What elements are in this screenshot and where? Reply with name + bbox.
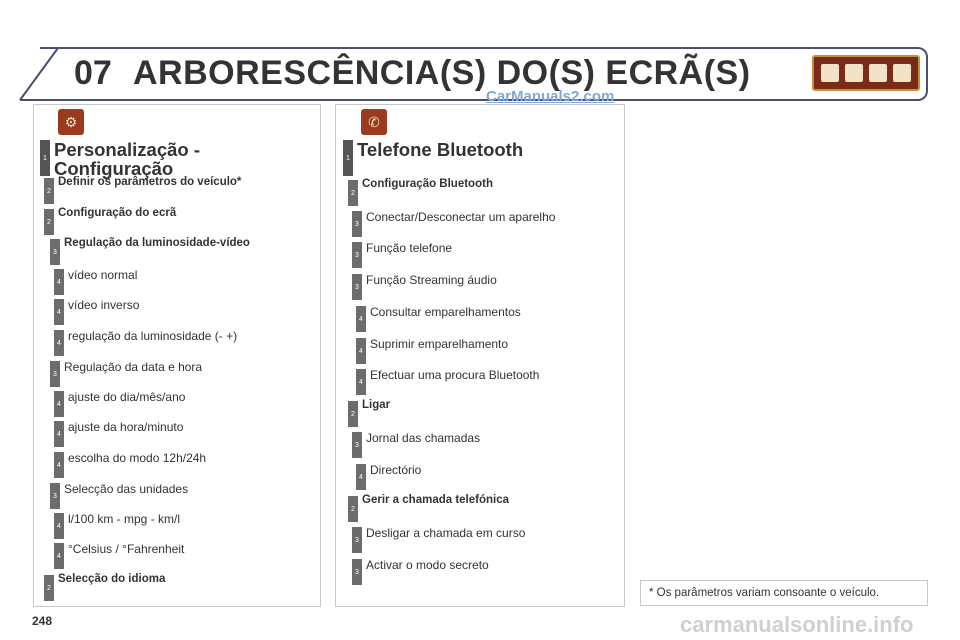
menu-item-label: Gerir a chamada telefónica xyxy=(362,494,510,506)
menu-item-label: Configuração Bluetooth xyxy=(362,178,493,190)
page-number: 248 xyxy=(32,614,53,628)
phone-icon xyxy=(893,64,911,82)
menu-item-label: Consultar emparelhamentos xyxy=(370,305,521,319)
menu-item-label: Jornal das chamadas xyxy=(366,431,481,445)
level-badge: 3 xyxy=(50,239,60,265)
menu-item-label: Activar o modo secreto xyxy=(366,558,489,572)
watermark-link[interactable]: CarManuals2.com xyxy=(486,88,615,105)
menu-item-label: Regulação da data e hora xyxy=(64,360,203,374)
menu-item-label: Directório xyxy=(370,463,422,477)
page-title: ARBORESCÊNCIA(S) DO(S) ECRÃ(S) xyxy=(133,54,751,92)
menu-item-label: ajuste do dia/mês/ano xyxy=(68,390,186,404)
menu-item-label: Efectuar uma procura Bluetooth xyxy=(370,368,540,382)
bluetooth-phone-icon: ✆ xyxy=(361,109,387,135)
menu-item-label: °Celsius / °Fahrenheit xyxy=(68,542,185,556)
menu-item-label: l/100 km - mpg - km/l xyxy=(68,512,181,526)
personalization-settings-icon: ⚙ xyxy=(58,109,84,135)
level-badge: 2 xyxy=(44,575,54,601)
menu-item-label: Conectar/Desconectar um aparelho xyxy=(366,210,556,224)
menu-item-label: Configuração do ecrã xyxy=(58,207,177,219)
chapter-number: 07 xyxy=(74,54,112,92)
level-badge: 3 xyxy=(352,432,362,458)
menu-item-label: Definir os parâmetros do veículo* xyxy=(58,176,242,188)
level-badge: 4 xyxy=(54,269,64,295)
menu-item-label: Regulação da luminosidade-vídeo xyxy=(64,237,250,249)
level-badge: 2 xyxy=(44,209,54,235)
menu-item-label: ajuste da hora/minuto xyxy=(68,420,184,434)
menu-item-label: Função Streaming áudio xyxy=(366,273,497,287)
menu-item-label: vídeo normal xyxy=(68,268,138,282)
menu-tree-personalization: ⚙ xyxy=(33,104,321,607)
menu-item-label: escolha do modo 12h/24h xyxy=(68,451,207,465)
menu-item-label: vídeo inverso xyxy=(68,298,140,312)
menu-item-label: Desligar a chamada em curso xyxy=(366,526,526,540)
car-settings-icon xyxy=(821,64,839,82)
level-badge: 2 xyxy=(44,178,54,204)
menu-item-label: Ligar xyxy=(362,399,391,411)
level-badge: 2 xyxy=(348,401,358,427)
menu-item-label: Selecção do idioma xyxy=(58,573,166,585)
level-badge: 3 xyxy=(352,274,362,300)
level-badge: 3 xyxy=(352,559,362,585)
site-watermark: carmanualsonline.info xyxy=(680,612,914,637)
menu-item-label: Telefone Bluetooth xyxy=(357,139,524,160)
level-badge: 1 xyxy=(343,140,353,176)
level-badge: 4 xyxy=(356,306,366,332)
level-badge: 3 xyxy=(50,483,60,509)
level-badge: 4 xyxy=(356,464,366,490)
level-badge: 4 xyxy=(54,513,64,539)
level-badge: 3 xyxy=(352,527,362,553)
menu-item-label: Personalização - Configuração xyxy=(54,139,201,179)
wrench-icon xyxy=(845,64,863,82)
header-frame xyxy=(40,47,928,101)
menu-item-label: Função telefone xyxy=(366,241,453,255)
chapter-icons xyxy=(812,55,920,91)
level-badge: 4 xyxy=(356,369,366,395)
tools-icon xyxy=(869,64,887,82)
level-badge: 3 xyxy=(352,211,362,237)
level-badge: 1 xyxy=(40,140,50,176)
level-badge: 4 xyxy=(54,299,64,325)
level-badge: 4 xyxy=(356,338,366,364)
footnote: * Os parâmetros variam consoante o veícu… xyxy=(640,580,928,606)
level-badge: 3 xyxy=(352,242,362,268)
level-badge: 2 xyxy=(348,496,358,522)
level-badge: 4 xyxy=(54,421,64,447)
menu-item-label: regulação da luminosidade (- +) xyxy=(68,329,238,343)
level-badge: 4 xyxy=(54,452,64,478)
level-badge: 4 xyxy=(54,543,64,569)
menu-item-label: Suprimir emparelhamento xyxy=(370,337,509,351)
level-badge: 4 xyxy=(54,330,64,356)
level-badge: 4 xyxy=(54,391,64,417)
menu-tree-bluetooth: ✆ xyxy=(335,104,625,607)
level-badge: 3 xyxy=(50,361,60,387)
menu-item-label: Selecção das unidades xyxy=(64,482,189,496)
level-badge: 2 xyxy=(348,180,358,206)
